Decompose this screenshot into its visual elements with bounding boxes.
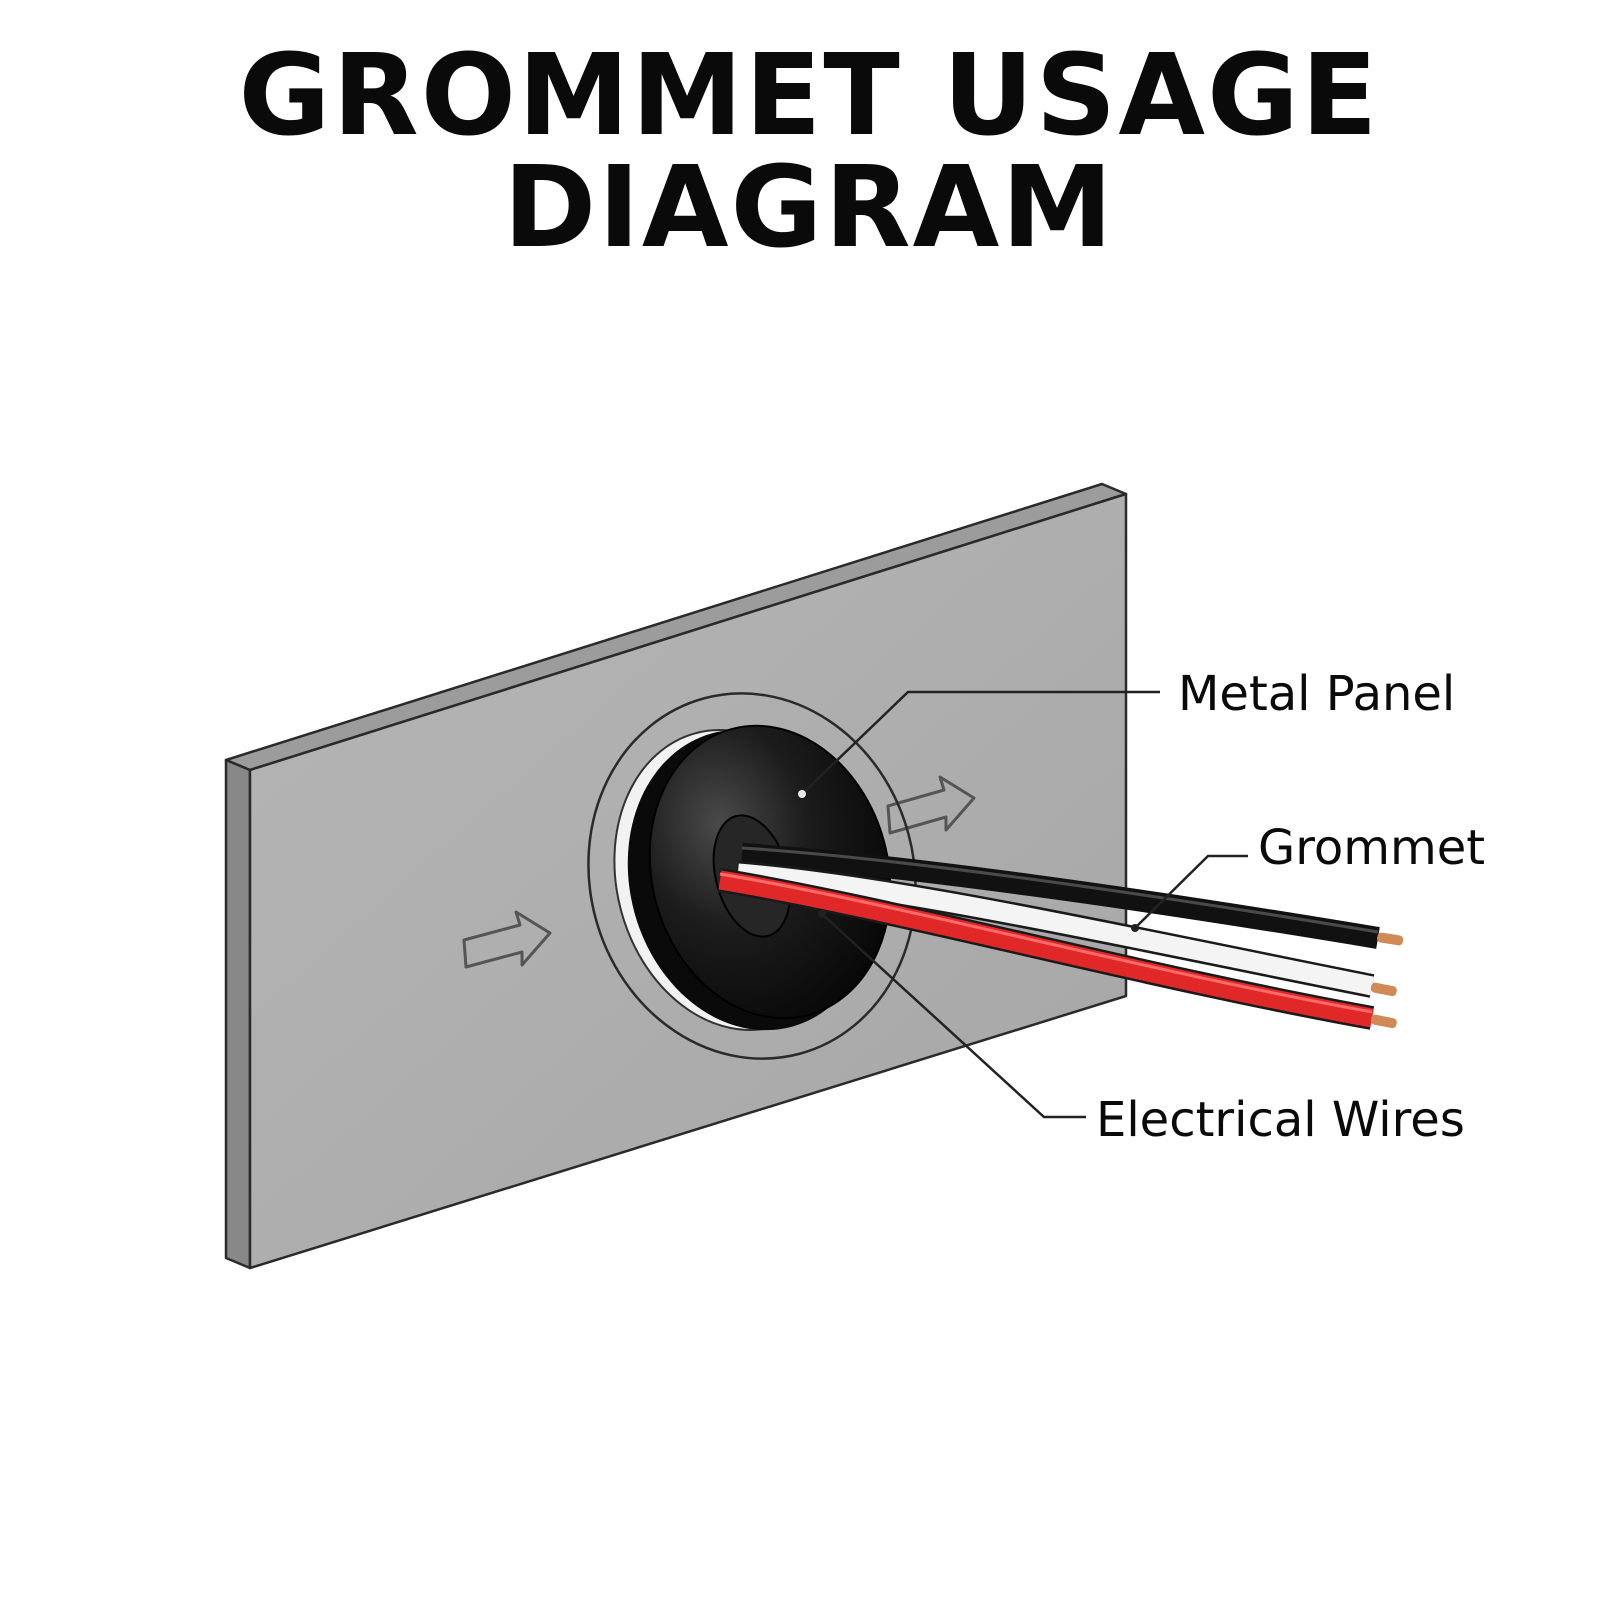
copper-tip (1370, 982, 1397, 997)
copper-tip (1377, 932, 1404, 946)
leader-grommet (1134, 854, 1248, 929)
electrical-wires (718, 843, 1404, 1030)
panel-hole-outline (587, 692, 917, 1060)
label-electrical-wires: Electrical Wires (1096, 1092, 1465, 1148)
copper-tip (1370, 1014, 1397, 1029)
arrow-right-icon (886, 775, 976, 835)
wire-black (741, 843, 1380, 949)
page-title: GROMMET USAGE DIAGRAM (238, 31, 1380, 273)
label-grommet: Grommet (1258, 820, 1485, 876)
leader-electrical-wires (821, 913, 1086, 1119)
panel-left-edge (224, 758, 252, 1270)
wire-red-fill (718, 870, 1374, 1028)
label-metal-panel: Metal Panel (1178, 666, 1455, 722)
leader-lines (798, 690, 1248, 1119)
leader-metal-panel (801, 690, 1160, 795)
arrow-right-icon (462, 910, 552, 969)
